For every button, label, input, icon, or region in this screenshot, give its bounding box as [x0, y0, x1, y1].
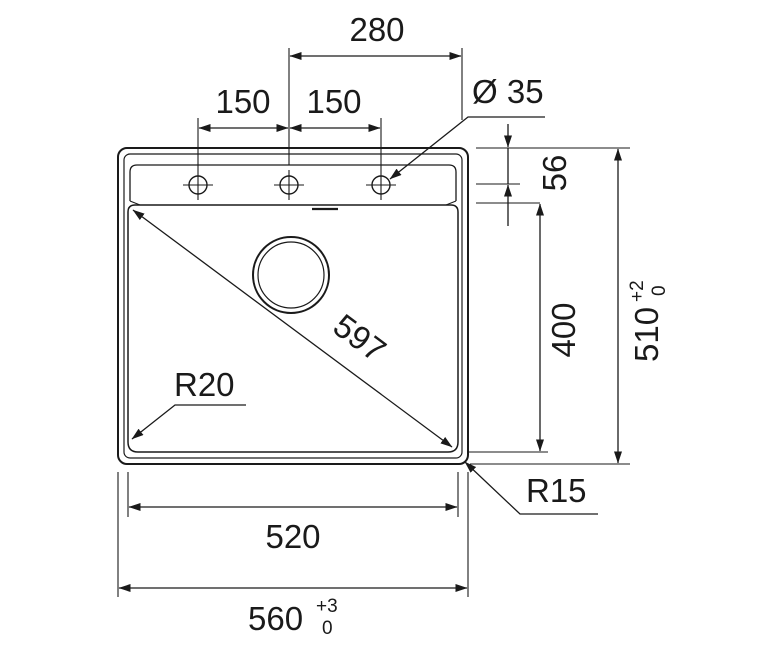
dim-597: 597	[132, 209, 453, 448]
dim-560-tol-lower: 0	[322, 618, 333, 639]
dim-560-label: 560	[248, 600, 303, 637]
dim-280-label: 280	[349, 11, 404, 48]
bowl-outline	[127, 204, 459, 453]
outer-rim	[117, 147, 469, 465]
dim-56-label: 56	[536, 155, 573, 192]
drain	[252, 236, 330, 314]
dim-510: 510 +2 0	[470, 147, 670, 465]
dim-400: 400	[468, 203, 582, 453]
dim-510-tol-upper: +2	[627, 280, 648, 302]
r15-label: R15	[526, 472, 587, 509]
tap-deck	[129, 164, 457, 211]
dim-597-label: 597	[327, 307, 393, 370]
tap-hole-left	[183, 170, 213, 200]
dim-150-left-label: 150	[215, 83, 270, 120]
inner-rim	[123, 153, 463, 459]
dim-520-label: 520	[265, 518, 320, 555]
dim-150-right-label: 150	[306, 83, 361, 120]
dim-560: 560 +3 0	[117, 472, 469, 639]
deck-outline	[129, 164, 457, 201]
tap-hole-center	[274, 170, 304, 200]
hole-diameter-label: Ø 35	[472, 73, 544, 110]
dim-56: 56	[476, 124, 573, 226]
r20-label: R20	[174, 366, 235, 403]
tap-hole-right	[366, 170, 396, 200]
dim-hole-diameter: Ø 35	[389, 73, 545, 180]
dim-r15: R15	[464, 461, 598, 515]
dim-560-tol-upper: +3	[316, 596, 338, 617]
dim-510-tol-lower: 0	[649, 285, 670, 296]
dim-400-label: 400	[545, 302, 582, 357]
dim-510-label: 510	[628, 307, 665, 362]
sink-outline	[117, 147, 469, 465]
dim-r20: R20	[131, 366, 246, 440]
dim-520: 520	[127, 472, 459, 555]
dim-150-150: 150 150	[197, 83, 382, 170]
dim-280: 280	[288, 11, 463, 165]
